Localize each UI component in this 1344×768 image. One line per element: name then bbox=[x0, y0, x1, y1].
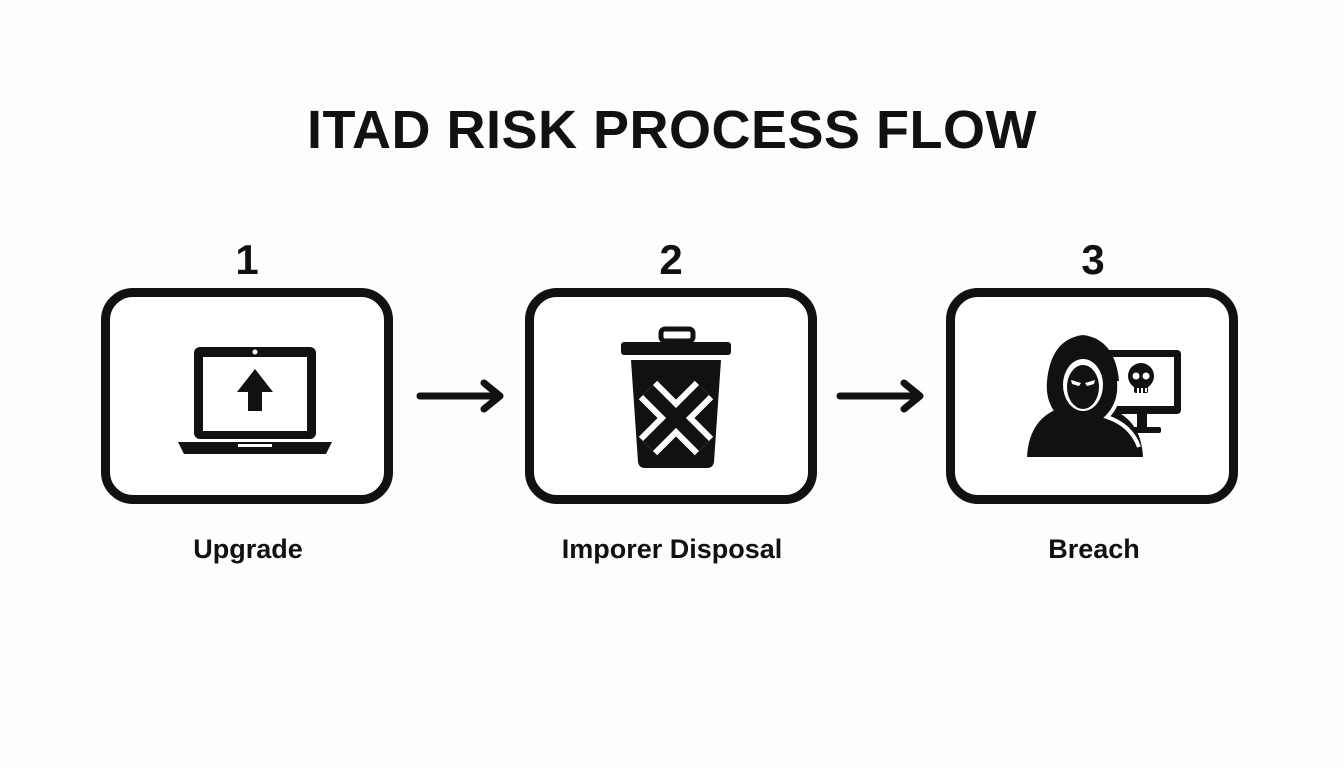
trash-can-x-icon bbox=[621, 326, 731, 468]
step-3-label: Breach bbox=[1048, 534, 1140, 564]
step-3-number: 3 bbox=[1081, 236, 1105, 283]
step-1-box bbox=[101, 288, 393, 504]
step-2-number: 2 bbox=[659, 236, 683, 283]
step-1-label: Upgrade bbox=[193, 534, 303, 564]
diagram-title: ITAD RISK PROCESS FLOW bbox=[306, 100, 1037, 160]
arrow-right-icon bbox=[416, 379, 504, 413]
step-3-box bbox=[946, 288, 1238, 504]
hacker-skull-monitor-icon bbox=[1027, 335, 1181, 457]
laptop-upload-icon bbox=[178, 347, 332, 454]
step-2-box bbox=[525, 288, 817, 504]
step-1-number: 1 bbox=[235, 236, 259, 283]
arrow-right-icon bbox=[836, 379, 924, 413]
step-2-label: Imporer Disposal bbox=[561, 534, 783, 564]
